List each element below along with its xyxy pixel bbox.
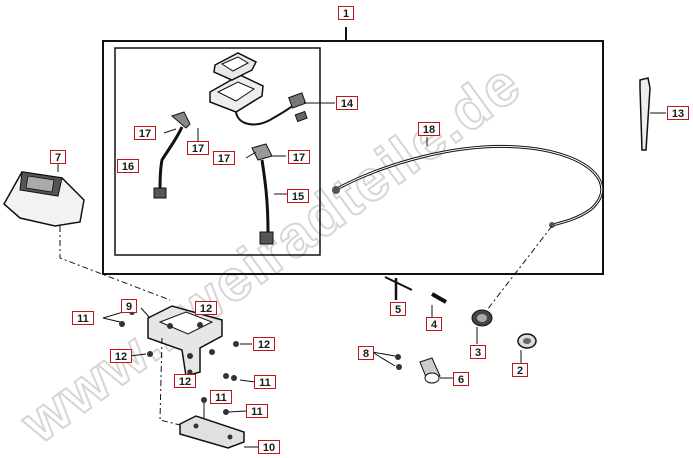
meter-unit-graphic (209, 52, 335, 126)
stay-13-graphic (639, 77, 666, 151)
part-label-17-a: 17 (134, 126, 156, 140)
part-label-3: 3 (470, 345, 486, 359)
speedometer-cable-graphic (332, 137, 604, 311)
part-label-16: 16 (117, 159, 139, 173)
part-label-6: 6 (453, 372, 469, 386)
part-label-11-left: 11 (72, 311, 94, 325)
part-label-14: 14 (336, 96, 358, 110)
part-label-11-right: 11 (254, 375, 276, 389)
part-label-10: 10 (258, 440, 280, 454)
part-label-13: 13 (667, 106, 689, 120)
harness-15-graphic (245, 143, 288, 245)
part-label-11-plate: 11 (246, 404, 268, 418)
part-label-12-bottom: 12 (174, 374, 196, 388)
part-label-17-d: 17 (288, 150, 310, 164)
drive-parts-graphic (371, 276, 537, 384)
part-label-2: 2 (512, 363, 528, 377)
part-label-12-top: 12 (195, 301, 217, 315)
part-label-18: 18 (418, 122, 440, 136)
part-label-12-left: 12 (110, 349, 132, 363)
part-label-9: 9 (121, 299, 137, 313)
harness-16-graphic (153, 111, 199, 199)
plate-10-graphic (179, 397, 258, 449)
part-label-17-b: 17 (187, 141, 209, 155)
part-label-12-right: 12 (253, 337, 275, 351)
part-label-15: 15 (287, 189, 309, 203)
part-label-5: 5 (390, 302, 406, 316)
assembly-box (102, 40, 604, 275)
part-label-17-c: 17 (213, 151, 235, 165)
bracket-assembly-graphic (102, 305, 256, 426)
cover-7-graphic (3, 164, 171, 301)
part-label-11-bottom: 11 (210, 390, 232, 404)
part-label-7: 7 (50, 150, 66, 164)
part-label-4: 4 (426, 317, 442, 331)
part-label-1: 1 (338, 6, 354, 20)
subassembly-box (114, 47, 321, 256)
part-label-8: 8 (358, 346, 374, 360)
